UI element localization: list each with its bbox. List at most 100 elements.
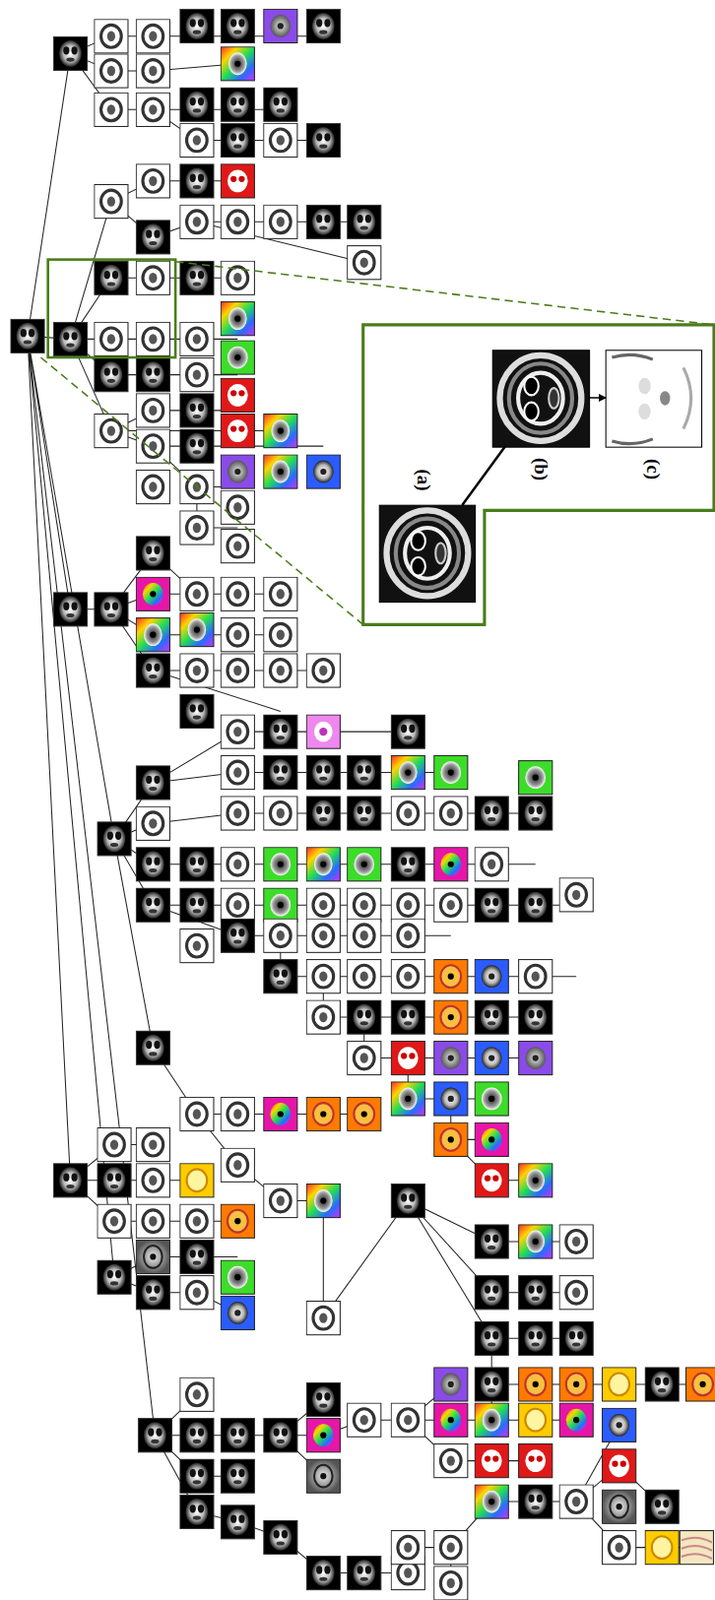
thumb xyxy=(180,1419,214,1453)
thumb xyxy=(306,204,340,239)
thumb xyxy=(180,653,214,688)
thumb xyxy=(135,536,170,571)
thumb xyxy=(97,1127,131,1162)
thumb xyxy=(347,755,382,789)
thumb xyxy=(519,1000,553,1035)
thumb xyxy=(135,1204,170,1238)
thumbnails xyxy=(10,8,715,1600)
thumb xyxy=(220,8,255,43)
thumb xyxy=(519,1276,553,1310)
thumb xyxy=(135,92,170,127)
thumb xyxy=(180,429,214,463)
thumb xyxy=(390,1531,425,1565)
image-node: (a) xyxy=(379,505,475,602)
thumb xyxy=(180,1377,214,1412)
thumb xyxy=(519,888,553,922)
thumb xyxy=(220,1260,255,1295)
thumb xyxy=(180,87,214,122)
thumb xyxy=(347,888,382,922)
thumb xyxy=(220,87,255,122)
thumb xyxy=(347,918,382,953)
thumb xyxy=(220,260,255,295)
thumb xyxy=(220,1296,255,1330)
thumb xyxy=(474,1164,509,1198)
thumb xyxy=(94,414,129,449)
thumb xyxy=(180,8,214,43)
thumb xyxy=(180,847,214,882)
thumb xyxy=(390,1000,425,1035)
thumb xyxy=(347,796,382,831)
thumb xyxy=(306,918,340,953)
image-node: (c) xyxy=(605,349,702,447)
thumb xyxy=(135,1127,170,1162)
tree-branch xyxy=(69,553,324,713)
thumb xyxy=(519,1485,553,1519)
thumb xyxy=(559,1276,593,1310)
thumb xyxy=(306,1301,340,1336)
thumb xyxy=(434,847,468,882)
thumb xyxy=(347,204,382,239)
thumb xyxy=(602,1531,637,1565)
thumb xyxy=(306,8,340,43)
thumb xyxy=(263,847,298,882)
thumb xyxy=(434,1040,468,1075)
thumb xyxy=(519,1321,553,1356)
thumb xyxy=(180,322,214,356)
thumb xyxy=(135,19,170,54)
inset-image-c xyxy=(605,350,702,448)
thumb xyxy=(306,960,340,994)
thumb xyxy=(306,123,340,157)
thumb xyxy=(220,302,255,336)
thumb xyxy=(559,1403,593,1437)
thumb xyxy=(390,888,425,922)
thumb xyxy=(645,1367,679,1402)
thumb xyxy=(220,715,255,749)
thumb xyxy=(220,918,255,953)
thumb xyxy=(180,694,214,728)
thumb xyxy=(220,796,255,831)
thumb xyxy=(645,1490,679,1524)
thumb xyxy=(97,1204,131,1238)
thumb xyxy=(559,1485,593,1519)
panel-label: (a) xyxy=(414,468,434,491)
thumb xyxy=(645,1531,679,1565)
thumb xyxy=(474,796,509,831)
thumb xyxy=(263,960,298,994)
thumb xyxy=(390,960,425,994)
tree-branch xyxy=(69,277,324,528)
thumb xyxy=(263,888,298,922)
thumb xyxy=(220,340,255,375)
thumb xyxy=(263,577,298,611)
thumb xyxy=(220,1505,255,1540)
thumb xyxy=(180,1459,214,1494)
thumb xyxy=(474,1122,509,1157)
thumb xyxy=(306,653,340,688)
thumb xyxy=(347,1040,382,1075)
thumb xyxy=(180,164,214,198)
thumb xyxy=(135,164,170,198)
thumb xyxy=(390,918,425,953)
thumb xyxy=(220,1097,255,1131)
thumb xyxy=(434,1000,468,1035)
thumb xyxy=(306,1419,340,1453)
thumb xyxy=(519,1367,553,1402)
thumb xyxy=(519,1225,553,1259)
thumb xyxy=(519,796,553,831)
thumb xyxy=(263,123,298,157)
thumb xyxy=(135,1239,170,1274)
thumb xyxy=(434,888,468,922)
thumb xyxy=(220,455,255,489)
thumb xyxy=(135,220,170,255)
thumb xyxy=(434,1403,468,1437)
thumb xyxy=(53,322,87,356)
thumb xyxy=(434,1082,468,1116)
connector xyxy=(461,446,506,506)
thumb xyxy=(306,1459,340,1494)
thumb xyxy=(180,1239,214,1274)
thumb xyxy=(180,1276,214,1310)
thumb xyxy=(263,1097,298,1131)
thumb xyxy=(306,1000,340,1035)
